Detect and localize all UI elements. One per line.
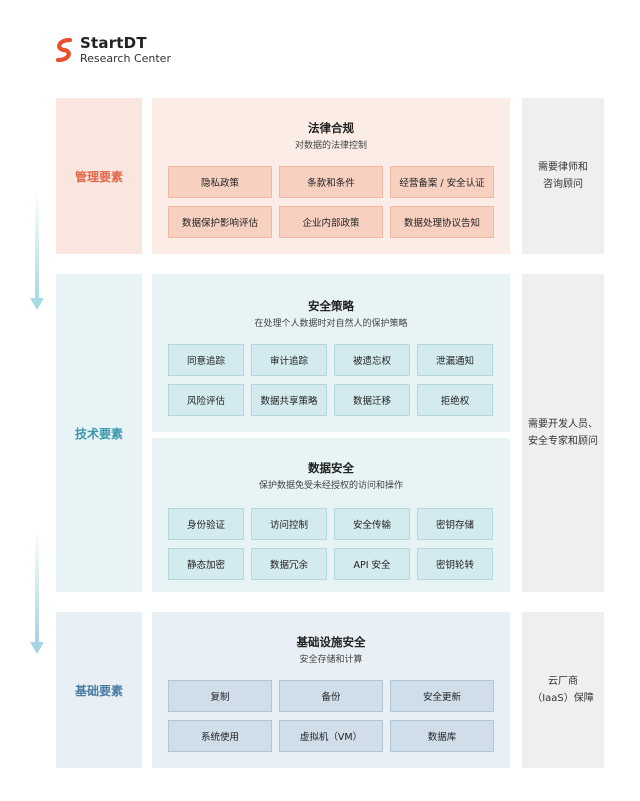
item-box: 身份验证 [168,508,244,540]
panel-subtitle: 在处理个人数据时对自然人的保护策略 [254,319,408,329]
item-box: 备份 [279,680,383,712]
note-technical: 需要开发人员、 安全专家和顾问 [522,274,604,592]
note-management: 需要律师和 咨询顾问 [522,98,604,254]
item-box: 数据迁移 [334,384,410,416]
brand-name: StartDT [80,34,147,52]
layer-label-management: 管理要素 [56,98,142,254]
panel-subtitle: 对数据的法律控制 [294,141,367,151]
item-box: 访问控制 [251,508,327,540]
panel-title: 基础设施安全 [296,635,366,649]
item-box: 数据共享策略 [251,384,327,416]
flow-arrow-down-icon [30,190,44,312]
item-box: 审计追踪 [251,344,327,376]
panel-infrastructure-security: 基础设施安全 安全存储和计算 复制 备份 安全更新 系统使用 虚拟机（VM） 数… [152,612,510,768]
note-line: 需要开发人员、 [528,418,598,430]
panel-data-security: 数据安全 保护数据免受未经授权的访问和操作 身份验证 访问控制 安全传输 密钥存… [152,438,510,592]
panel-subtitle: 保护数据免受未经授权的访问和操作 [258,481,403,491]
note-line: 需要律师和 [538,161,588,173]
item-box: API 安全 [334,548,410,580]
item-box: 安全传输 [334,508,410,540]
note-line: 云厂商 [548,675,578,687]
item-box: 数据保护影响评估 [168,206,272,238]
item-box: 拒绝权 [417,384,493,416]
brand-logo: StartDT Research Center [54,36,171,64]
item-box: 复制 [168,680,272,712]
item-box: 风险评估 [168,384,244,416]
note-foundation: 云厂商 （IaaS）保障 [522,612,604,768]
item-box: 数据冗余 [251,548,327,580]
item-box: 密钥存储 [417,508,493,540]
item-box: 同意追踪 [168,344,244,376]
brand-subtitle: Research Center [80,52,171,65]
item-box: 条款和条件 [279,166,383,198]
item-box: 泄漏通知 [417,344,493,376]
item-grid: 身份验证 访问控制 安全传输 密钥存储 静态加密 数据冗余 API 安全 密钥轮… [168,508,494,580]
item-box: 数据库 [390,720,494,752]
item-box: 安全更新 [390,680,494,712]
item-box: 系统使用 [168,720,272,752]
item-box: 密钥轮转 [417,548,493,580]
item-box: 数据处理协议告知 [390,206,494,238]
item-grid: 隐私政策 条款和条件 经营备案 / 安全认证 数据保护影响评估 企业内部政策 数… [168,166,494,238]
startdt-logo-icon [55,37,73,63]
panel-security-policy: 安全策略 在处理个人数据时对自然人的保护策略 同意追踪 审计追踪 被遗忘权 泄漏… [152,274,510,432]
item-box: 被遗忘权 [334,344,410,376]
item-box: 经营备案 / 安全认证 [390,166,494,198]
note-line: （IaaS）保障 [532,693,594,704]
item-box: 虚拟机（VM） [279,720,383,752]
panel-title: 法律合规 [308,121,354,135]
layer-label-text: 管理要素 [74,169,123,184]
note-line: 安全专家和顾问 [528,436,598,447]
layer-label-text: 基础要素 [74,683,123,698]
item-box: 静态加密 [168,548,244,580]
note-line: 咨询顾问 [543,179,583,190]
item-grid: 同意追踪 审计追踪 被遗忘权 泄漏通知 风险评估 数据共享策略 数据迁移 拒绝权 [168,344,494,416]
panel-title: 数据安全 [308,461,354,475]
item-box: 隐私政策 [168,166,272,198]
layer-label-technical: 技术要素 [56,274,142,592]
panel-legal-compliance: 法律合规 对数据的法律控制 隐私政策 条款和条件 经营备案 / 安全认证 数据保… [152,98,510,254]
flow-arrow-down-icon [30,530,44,656]
item-box: 企业内部政策 [279,206,383,238]
panel-title: 安全策略 [308,299,354,313]
panel-subtitle: 安全存储和计算 [299,655,363,665]
layer-label-foundation: 基础要素 [56,612,142,768]
layer-label-text: 技术要素 [74,426,123,441]
item-grid: 复制 备份 安全更新 系统使用 虚拟机（VM） 数据库 [168,680,494,752]
